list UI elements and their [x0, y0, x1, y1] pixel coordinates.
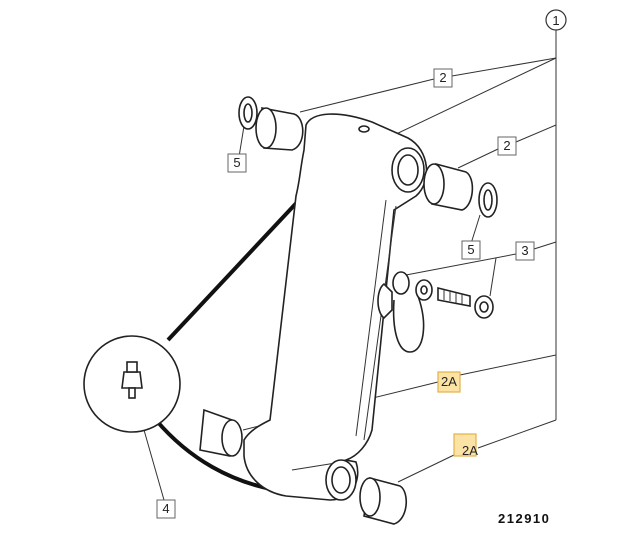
reference-number: 212910	[498, 511, 550, 526]
bush-lower	[199, 408, 243, 457]
callout-seal-left-label: 5	[233, 155, 240, 170]
callout-seal-right-label: 5	[467, 242, 474, 257]
grease-nipple-detail	[83, 335, 181, 433]
callout-bush-top-label: 2	[439, 70, 446, 85]
callout-seal-right: 5	[461, 240, 481, 260]
callout-bush-lower: 2A	[437, 371, 461, 393]
callout-main-label: 1	[552, 13, 559, 28]
retaining-bolt	[392, 271, 494, 353]
callout-grease-nipple: 4	[156, 499, 176, 519]
callout-bush-top: 2	[433, 68, 453, 88]
callout-grease-nipple-label: 4	[162, 501, 169, 516]
callout-bush-bottom-label: 2A	[462, 443, 478, 458]
callout-bush-lower-label: 2A	[441, 374, 457, 389]
callout-bush-right-label: 2	[503, 138, 510, 153]
link-arm	[243, 113, 428, 501]
callout-bush-right: 2	[497, 136, 517, 156]
callout-bush-bottom: 2A	[453, 433, 478, 458]
bush-right	[423, 162, 474, 211]
seal-right	[478, 182, 498, 218]
callout-main: 1	[545, 9, 567, 31]
seal-left	[238, 96, 258, 130]
bush-bottom	[359, 476, 407, 525]
bush-top	[255, 107, 304, 151]
leader-lines	[133, 30, 557, 501]
callout-seal-left: 5	[227, 153, 247, 173]
callout-bolt-label: 3	[521, 243, 528, 258]
callout-bolt: 3	[515, 241, 535, 261]
